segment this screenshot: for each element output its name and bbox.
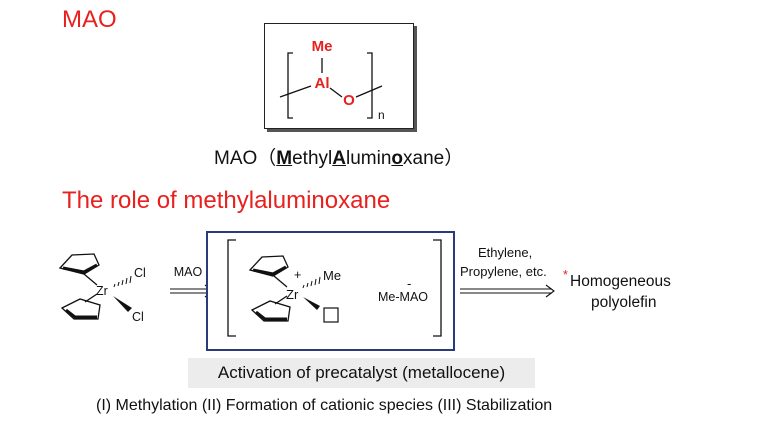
al-label: Al: [315, 75, 330, 92]
right-bond: [355, 85, 383, 98]
cl-label-2: Cl: [132, 310, 144, 324]
zr-cl-wedge: [113, 296, 132, 312]
mao-caption: MAO（MethylAluminoxane）: [214, 143, 463, 170]
o-label: O: [343, 92, 355, 109]
counter-anion-label: Me-MAO: [378, 290, 428, 304]
left-bond: [279, 85, 312, 98]
anion-charge-minus: -: [407, 276, 412, 291]
caption-ethyl: ethyl: [292, 148, 333, 169]
cp-ring-bottom: [60, 298, 101, 320]
caption-o: o: [391, 148, 403, 169]
cation-charge-plus: +: [294, 268, 302, 282]
active-left-bracket: [227, 239, 236, 337]
caption-part1: MAO（: [214, 148, 277, 169]
mao-structure-box: [264, 23, 414, 129]
right-bracket: [367, 52, 373, 119]
product-marker: *: [563, 268, 568, 282]
role-title: The role of methylaluminoxane: [62, 187, 391, 214]
precatalyst-structure: [58, 253, 132, 320]
caption-lumin: lumin: [345, 148, 392, 169]
arrow-mao-label: MAO: [174, 265, 203, 279]
active-me-label: Me: [323, 268, 342, 283]
activation-steps: (I) Methylation (II) Formation of cation…: [96, 397, 553, 414]
active-right-bracket: [433, 239, 442, 337]
active-zr-label: Zr: [286, 287, 299, 302]
product-line2: polyolefin: [591, 294, 657, 311]
cp-ring-top: [58, 253, 100, 275]
caption-xane: xane）: [403, 148, 464, 169]
active-cp-ring-bottom: [250, 300, 291, 322]
al-o-bond: [329, 87, 343, 98]
arrow-polymerization: [460, 284, 555, 298]
active-cp-ring-top: [248, 255, 289, 277]
activation-label: Activation of precatalyst (metallocene): [188, 358, 535, 388]
vacant-site-box: [323, 307, 339, 323]
me-label: Me: [312, 38, 333, 55]
mao-title: MAO: [62, 6, 117, 33]
active-zr-wedge: [303, 297, 320, 310]
active-species-box: [206, 231, 455, 351]
caption-a: A: [332, 148, 346, 169]
cl-label-1: Cl: [134, 266, 146, 280]
n-subscript: n: [378, 108, 385, 122]
monomer-label-line1: Ethylene,: [478, 245, 533, 260]
product-line1: Homogeneous: [570, 273, 671, 290]
caption-m: M: [276, 148, 293, 169]
mao-structure: [279, 52, 383, 119]
zr-label: Zr: [96, 284, 108, 298]
monomer-label-line2: Propylene, etc.: [460, 264, 547, 279]
left-bracket: [287, 52, 293, 119]
